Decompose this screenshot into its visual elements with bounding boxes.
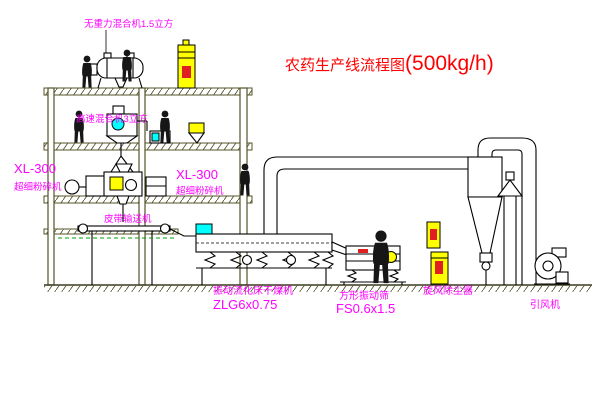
vibrating-sieve-drawing: [340, 245, 406, 285]
rain-cap-stub: [505, 171, 515, 181]
exhaust-arch-duct: [477, 137, 537, 285]
belt-conveyor-drawing: [77, 223, 196, 285]
label-dryer-model: ZLG6x0.75: [213, 297, 277, 312]
riser-duct: [263, 156, 468, 234]
label-high-speed-mixer: 高速混合机3立方: [76, 113, 148, 125]
label-pulverizer-left-name: 超细粉碎机: [14, 181, 62, 193]
control-cabinet-right-2: [430, 251, 449, 285]
pulverizer-right-unit: [145, 176, 167, 197]
rain-cap-cone: [496, 179, 524, 197]
label-pulverizer-mid-model: XL-300: [176, 167, 218, 182]
title-capacity: (500kg/h): [405, 52, 494, 75]
label-cyclone: 旋风除尘器: [423, 284, 473, 297]
worker-figure: [82, 55, 92, 88]
label-fan: 引风机: [530, 298, 560, 311]
aux-machine-cyan: [149, 130, 171, 144]
gravity-mixer-drawing: [83, 30, 144, 89]
control-cabinet-top: [177, 39, 196, 89]
label-sieve-name: 方形振动筛: [339, 289, 389, 302]
labels: 农药生产线流程图(500kg/h) 无重力混合机1.5立方 高速混合机3立方 X…: [14, 18, 560, 316]
worker-figure: [372, 230, 390, 284]
high-speed-mixer-drawing: [105, 105, 148, 144]
exhaust-stack: [496, 171, 524, 285]
label-dryer-name: 振动流化床干燥机: [213, 284, 293, 297]
ground-line: [44, 284, 592, 292]
pulverizer-main-unit: [103, 163, 143, 222]
aux-machine-yellow: [187, 122, 206, 144]
label-gravity-mixer: 无重力混合机1.5立方: [84, 18, 173, 30]
page-title: 农药生产线流程图(500kg/h): [285, 52, 494, 75]
label-sieve-model: FS0.6x1.5: [336, 301, 395, 316]
title-text: 农药生产线流程图: [285, 57, 405, 74]
cyclone-separator-drawing: [467, 156, 503, 285]
label-belt-conveyor: 皮带输送机: [104, 213, 152, 225]
induced-draft-fan-drawing: [534, 247, 570, 285]
label-pulverizer-mid-name: 超细粉碎机: [176, 185, 224, 197]
pulverizer-left-unit: [64, 175, 107, 197]
control-cabinet-right-1: [426, 221, 441, 249]
label-pulverizer-left-model: XL-300: [14, 161, 56, 176]
fluid-bed-dryer-drawing: [195, 223, 351, 285]
